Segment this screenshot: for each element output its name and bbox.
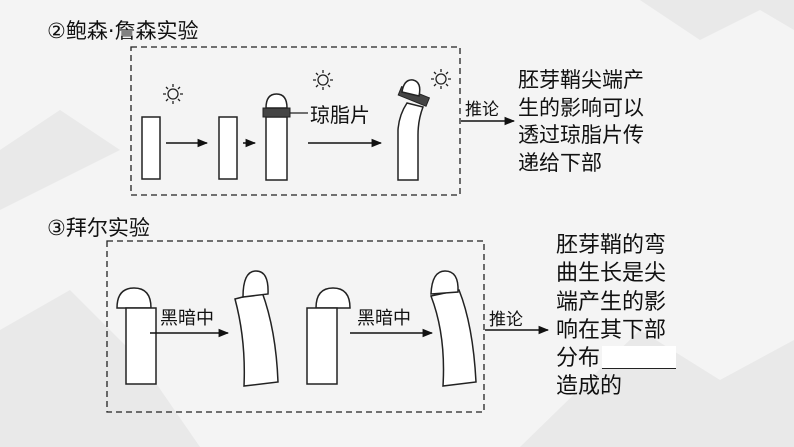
coleoptile-tip bbox=[315, 287, 351, 309]
coleoptile-stump bbox=[141, 116, 161, 180]
dashed-frame-paal bbox=[106, 240, 485, 413]
sun-icon bbox=[313, 70, 333, 90]
blank-prefix: 分布 bbox=[556, 346, 601, 372]
agar-label: 琼脂片 bbox=[310, 103, 370, 127]
inference-label: 推论 bbox=[489, 310, 523, 330]
coleoptile-tip bbox=[430, 270, 459, 295]
coleoptile-tip-tilted bbox=[401, 79, 421, 97]
section2-conclusion: 胚芽鞘尖端产 生的影响可以 透过琼脂片传 递给下部 bbox=[518, 67, 644, 177]
coleoptile-tip bbox=[242, 270, 269, 298]
conclusion-line: 响在其下部 bbox=[556, 317, 667, 343]
conclusion-line-blank: 分布 bbox=[556, 345, 677, 373]
section3-conclusion: 胚芽鞘的弯 曲生长是尖 端产生的影 响在其下部 分布 造成的 bbox=[556, 232, 677, 402]
agar-block bbox=[262, 107, 291, 118]
sun-icon bbox=[431, 69, 451, 89]
coleoptile-curved bbox=[429, 289, 477, 387]
conclusion-line: 曲生长是尖 bbox=[556, 261, 667, 287]
coleoptile-stump bbox=[218, 116, 238, 180]
sun-icon bbox=[163, 84, 183, 104]
section2-title: ②鲍森·詹森实验 bbox=[47, 19, 199, 43]
conclusion-line: 生的影响可以 bbox=[518, 95, 644, 120]
conclusion-line: 透过琼脂片传 bbox=[518, 123, 644, 147]
dashed-frame-bosen bbox=[130, 46, 461, 196]
coleoptile-bent bbox=[397, 102, 425, 181]
coleoptile-stem bbox=[265, 116, 288, 181]
conclusion-line: 造成的 bbox=[556, 374, 623, 400]
dark-label: 黑暗中 bbox=[160, 308, 214, 329]
coleoptile-stem bbox=[125, 307, 157, 385]
coleoptile-tip bbox=[116, 287, 152, 309]
answer-blank[interactable] bbox=[602, 346, 677, 370]
conclusion-line: 胚芽鞘的弯 bbox=[556, 233, 667, 258]
coleoptile-tip bbox=[265, 93, 288, 109]
dark-label: 黑暗中 bbox=[357, 308, 411, 329]
conclusion-line: 端产生的影 bbox=[556, 289, 667, 315]
conclusion-line: 递给下部 bbox=[518, 150, 602, 175]
section3-title: ③拜尔实验 bbox=[47, 216, 150, 240]
coleoptile-stem bbox=[306, 307, 338, 385]
inference-label: 推论 bbox=[465, 100, 499, 120]
coleoptile-curved bbox=[234, 291, 279, 387]
conclusion-line: 胚芽鞘尖端产 bbox=[518, 68, 644, 92]
